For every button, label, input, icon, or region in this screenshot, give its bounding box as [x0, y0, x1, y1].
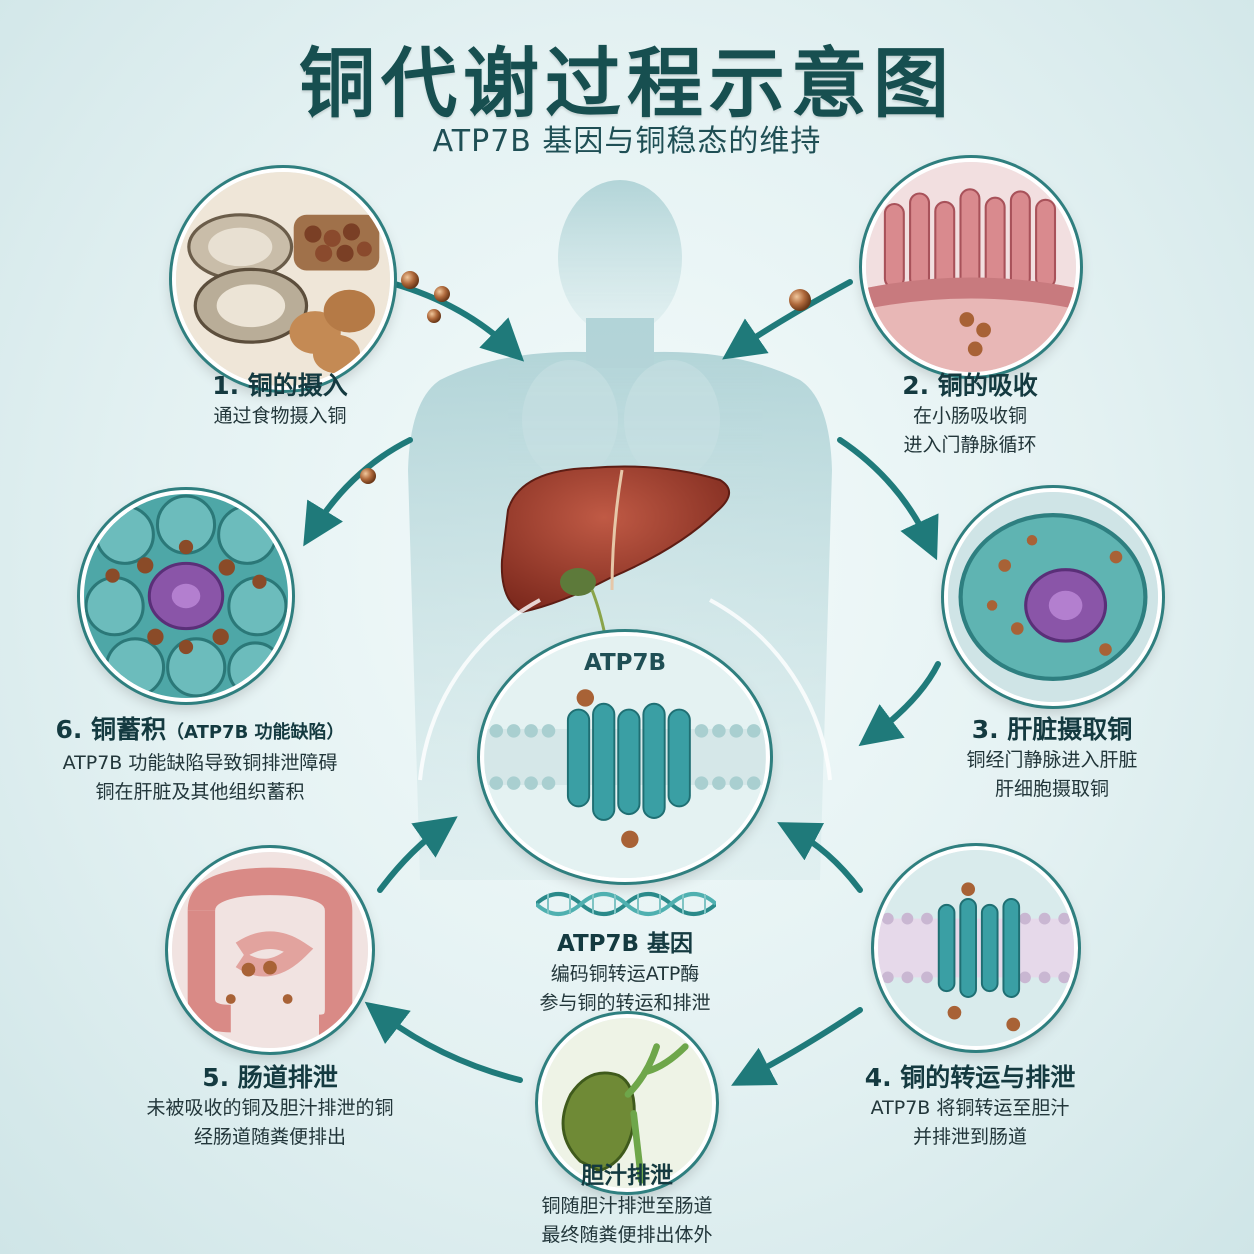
hepatocyte-illustration: [944, 488, 1162, 706]
arrow-to-liver-cell: [837, 437, 939, 561]
step-3-line-1: 铜经门静脉进入肝脏: [966, 749, 1138, 771]
atp7b-protein-label: ATP7B: [583, 650, 667, 676]
page-subtitle: ATP7B 基因与铜稳态的维持: [432, 124, 822, 159]
gallbladder-illustration: [538, 1014, 716, 1192]
step-4-line-1: ATP7B 将铜转运至胆汁: [870, 1097, 1070, 1119]
arrow-absorb: [722, 279, 853, 360]
step-4-title: 4. 铜的转运与排泄: [864, 1063, 1076, 1092]
step-5-label: 5. 肠道排泄 未被吸收的铜及胆汁排泄的铜 经肠道随粪便排出: [120, 1062, 420, 1152]
dna-helix-icon: [536, 892, 716, 916]
step-4-label: 4. 铜的转运与排泄 ATP7B 将铜转运至胆汁 并排泄到肠道: [830, 1062, 1110, 1152]
intake-illustration: [172, 168, 394, 390]
cycle-ring: [418, 598, 541, 781]
step-1-title: 1. 铜的摄入: [212, 371, 348, 400]
step-1-label: 1. 铜的摄入 通过食物摄入铜: [150, 370, 410, 431]
step-6-title: 6. 铜蓄积: [55, 715, 167, 744]
step-5-title: 5. 肠道排泄: [202, 1063, 338, 1092]
gene-line-1: 编码铜转运ATP酶: [550, 963, 700, 985]
atp7b-protein-illustration: [480, 632, 770, 882]
step-2-title: 2. 铜的吸收: [902, 371, 1038, 400]
intestine-illustration: [168, 848, 372, 1052]
step-5-line-1: 未被吸收的铜及胆汁排泄的铜: [146, 1097, 394, 1119]
step-6-title-row: 6. 铜蓄积（ATP7B 功能缺陷）: [30, 714, 370, 749]
arrow-from-transport: [777, 822, 863, 893]
gene-title: ATP7B 基因: [556, 931, 694, 957]
step-4-line-2: 并排泄到肠道: [912, 1126, 1027, 1148]
bile-line-1: 铜随胆汁排泄至肠道: [541, 1195, 713, 1217]
bile-label: 胆汁排泄 铜随胆汁排泄至肠道 最终随粪便排出体外: [490, 1160, 764, 1250]
step-2-line-1: 在小肠吸收铜: [912, 405, 1027, 427]
page-title: 铜代谢过程示意图: [299, 39, 955, 128]
transport-illustration: [874, 846, 1078, 1050]
step-2-label: 2. 铜的吸收 在小肠吸收铜 进入门静脉循环: [840, 370, 1100, 460]
absorption-illustration: [862, 158, 1080, 376]
liver-illustration: [500, 465, 730, 641]
copper-ions: [360, 271, 811, 484]
bile-line-2: 最终随粪便排出体外: [541, 1224, 713, 1246]
step-3-line-2: 肝细胞摄取铜: [994, 778, 1109, 800]
step-1-line-1: 通过食物摄入铜: [213, 405, 347, 427]
arrow-to-accumulation: [303, 437, 413, 547]
arrow-to-bile: [731, 1007, 863, 1086]
accumulation-illustration: [80, 490, 292, 702]
arrow-intake: [377, 277, 525, 362]
step-5-line-2: 经肠道随粪便排出: [193, 1126, 346, 1148]
gene-line-2: 参与铜的转运和排泄: [539, 992, 711, 1014]
step-3-label: 3. 肝脏摄取铜 铜经门静脉进入肝脏 肝细胞摄取铜: [912, 714, 1192, 804]
bile-title: 胆汁排泄: [581, 1163, 673, 1189]
arrow-to-intestine: [364, 1001, 523, 1083]
step-6-line-2: 铜在肝脏及其他组织蓄积: [95, 781, 305, 803]
step-6-title-note: （ATP7B 功能缺陷）: [166, 722, 345, 743]
cycle-ring-right: [709, 598, 832, 781]
step-6-line-1: ATP7B 功能缺陷导致铜排泄障碍: [62, 752, 338, 774]
step-6-label: 6. 铜蓄积（ATP7B 功能缺陷） ATP7B 功能缺陷导致铜排泄障碍 铜在肝…: [30, 714, 370, 807]
step-2-line-2: 进入门静脉循环: [903, 434, 1037, 456]
arrow-from-intestine: [377, 816, 458, 893]
flow-arrows: [303, 277, 941, 1086]
gene-label: ATP7B 基因 编码铜转运ATP酶 参与铜的转运和排泄: [470, 928, 780, 1018]
step-3-title: 3. 肝脏摄取铜: [971, 715, 1133, 744]
arrow-to-transport: [858, 661, 941, 747]
